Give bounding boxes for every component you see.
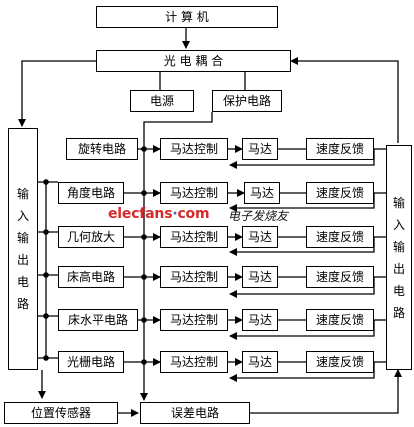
motor-block: 马达 (242, 309, 278, 331)
io-right-char: 电 (392, 283, 405, 298)
speed-feedback-block: 速度反馈 (306, 138, 374, 160)
io-right-char: 输 (392, 239, 405, 254)
io-left-char: 输 (16, 187, 29, 201)
protection-circuit-block: 保护电路 (212, 90, 282, 112)
optocoupler-block: 光 电 耦 合 (96, 50, 291, 72)
speed-feedback-block: 速度反馈 (306, 226, 374, 248)
speed-feedback-block: 速度反馈 (306, 351, 374, 373)
bed-height-circuit-block: 床高电路 (58, 266, 124, 288)
grating-circuit-block: 光栅电路 (58, 351, 124, 373)
motor-block: 马达 (242, 138, 278, 160)
io-left-char: 电 (16, 275, 29, 289)
motor-block: 马达 (242, 226, 278, 248)
motor-control-block: 马达控制 (160, 138, 228, 160)
io-right-char: 入 (392, 217, 405, 232)
input-output-circuit-right: 输 入 输 出 电 路 (386, 145, 412, 370)
bed-horizontal-circuit-block: 床水平电路 (58, 309, 138, 331)
motor-control-block: 马达控制 (160, 266, 228, 288)
error-circuit-block: 误差电路 (140, 402, 250, 424)
watermark-cn-text: 电子发烧友 (228, 209, 289, 223)
elecfans-watermark: elecfans·com (108, 206, 210, 222)
io-left-char: 输 (16, 231, 29, 245)
motor-control-block: 马达控制 (160, 351, 228, 373)
rotation-circuit-block: 旋转电路 (66, 138, 138, 160)
motor-control-block: 马达控制 (160, 309, 228, 331)
motor-control-block: 马达控制 (160, 182, 228, 204)
io-left-char: 出 (16, 253, 29, 267)
angle-circuit-block: 角度电路 (58, 182, 124, 204)
motor-control-block: 马达控制 (160, 226, 228, 248)
motor-block: 马达 (244, 182, 280, 204)
io-right-char: 路 (392, 305, 405, 320)
position-sensor-block: 位置传感器 (4, 402, 118, 424)
computer-block: 计 算 机 (96, 6, 278, 28)
watermark-dot: · (172, 206, 178, 222)
watermark-brand: elecfans (108, 206, 173, 222)
speed-feedback-block: 速度反馈 (306, 309, 374, 331)
power-block: 电源 (130, 90, 194, 112)
io-right-char: 输 (392, 195, 405, 210)
geometric-amplifier-block: 几何放大 (58, 226, 124, 248)
speed-feedback-block: 速度反馈 (306, 266, 374, 288)
io-right-char: 出 (392, 261, 405, 276)
io-left-char: 路 (16, 297, 29, 311)
io-left-char: 入 (16, 209, 29, 223)
motor-block: 马达 (242, 266, 278, 288)
speed-feedback-block: 速度反馈 (306, 182, 374, 204)
motor-block: 马达 (242, 351, 278, 373)
watermark-tld: com (177, 206, 210, 222)
input-output-circuit-left: 输 入 输 出 电 路 (8, 128, 38, 370)
